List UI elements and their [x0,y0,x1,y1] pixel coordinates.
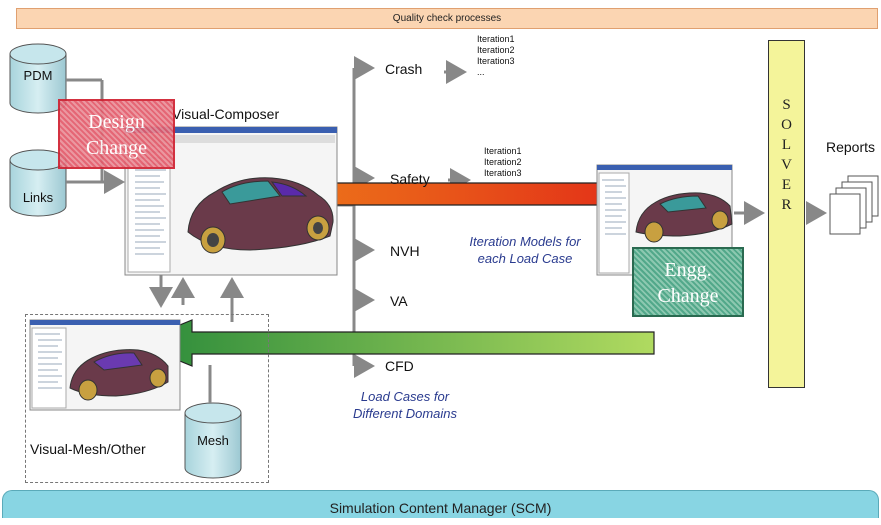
composer-car-model-icon [187,177,334,254]
visual-composer-label: Visual-Composer [172,106,280,122]
report-stack-icon [829,175,879,235]
engg-change-line1: Engg. [664,259,712,281]
mesh-label: Mesh [197,433,229,448]
design-change-line2: Change [85,137,148,159]
solver-letter: O [781,117,792,133]
load-cases-line2: Different Domains [352,406,458,421]
visual-mesh-label: Visual-Mesh/Other [30,441,146,457]
crash-iterations: Iteration1 Iteration2 Iteration3 ... [477,34,515,77]
load-cases-line1: Load Cases for [360,389,450,404]
pdm-label: PDM [23,68,53,83]
mesh-database-icon [184,402,242,479]
engg-change-line2: Change [657,285,719,307]
pdm-database-icon [9,43,67,114]
load-cases-note: Load Cases for Different Domains [330,388,480,422]
load-case-cfd: CFD [385,358,414,374]
design-change-line1: Design [88,111,145,133]
design-change-box: Design Change [58,99,175,169]
safety-iterations: Iteration1 Iteration2 Iteration3 [484,146,522,178]
load-case-connectors [336,56,471,378]
iteration-car-model-icon [635,192,733,243]
iteration-models-note: Iteration Models for each Load Case [440,233,610,267]
links-label: Links [22,190,54,205]
reports-label: Reports [826,139,876,155]
solver-letter: S [782,97,791,113]
solver-letter: V [781,157,792,173]
load-case-nvh: NVH [390,243,420,259]
solver-letter: E [781,177,792,193]
solver-letter: L [781,137,792,153]
load-case-safety: Safety [390,171,430,187]
engg-change-box: Engg. Change [632,247,744,317]
load-case-crash: Crash [385,61,423,77]
iteration-models-line2: each Load Case [477,251,573,266]
mesh-tool-group [25,314,269,483]
quality-check-header: Quality check processes [16,8,878,29]
solver-letter: R [781,197,792,213]
solver-box: S O L V E R [768,40,805,388]
load-case-va: VA [390,293,408,309]
composer-mesh-connectors [149,275,244,403]
scm-footer: Simulation Content Manager (SCM) [2,490,879,518]
iteration-models-line1: Iteration Models for [469,234,581,249]
mesh-car-model-icon [69,349,169,401]
